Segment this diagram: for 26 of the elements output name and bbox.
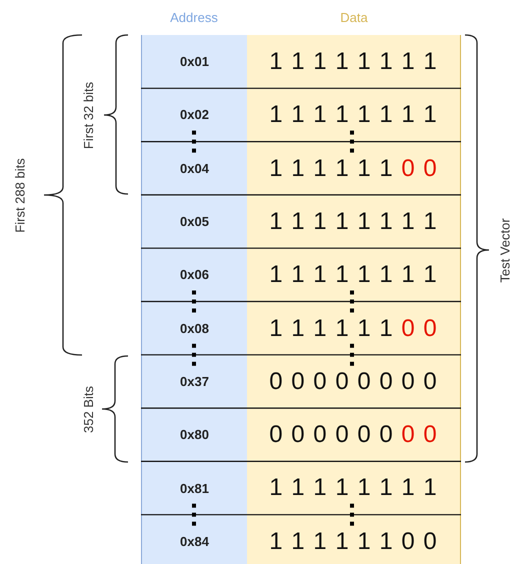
data-cell: 1 1 1 1 1 1 1 1 — [247, 35, 461, 88]
data-cell: 1 1 1 1 1 1 0 0 — [247, 142, 461, 195]
column-header: Address — [169, 10, 219, 25]
address-cell: 0x37 — [141, 354, 247, 408]
address-cell: 0x08 — [141, 302, 247, 355]
data-cell: 1 1 1 1 1 1 0 0 — [247, 302, 461, 355]
data-cell: 0 0 0 0 0 0 0 0 — [247, 354, 461, 408]
data-cell: 1 1 1 1 1 1 1 1 — [247, 248, 461, 302]
address-cell: 0x05 — [141, 194, 247, 248]
address-cell: 0x84 — [141, 514, 247, 564]
address-cell: 0x81 — [141, 461, 247, 515]
address-cell: 0x01 — [141, 35, 247, 88]
address-cell: 0x02 — [141, 88, 247, 142]
address-cell: 0x06 — [141, 248, 247, 302]
address-cell: 0x04 — [141, 142, 247, 195]
data-cell: 1 1 1 1 1 1 1 1 — [247, 461, 461, 515]
data-cell: 1 1 1 1 1 1 0 0 — [247, 514, 461, 564]
bracket-label: Test Vector — [498, 218, 512, 282]
bracket-label: 352 Bits — [80, 386, 96, 432]
data-cell: 1 1 1 1 1 1 1 1 — [247, 194, 461, 248]
column-header: Data — [339, 10, 369, 25]
bracket-label: First 288 bits — [12, 158, 28, 232]
data-cell: 0 0 0 0 0 0 0 0 — [247, 408, 461, 462]
data-cell: 1 1 1 1 1 1 1 1 — [247, 88, 461, 142]
address-cell: 0x80 — [141, 408, 247, 462]
bracket-label: First 32 bits — [80, 81, 96, 149]
